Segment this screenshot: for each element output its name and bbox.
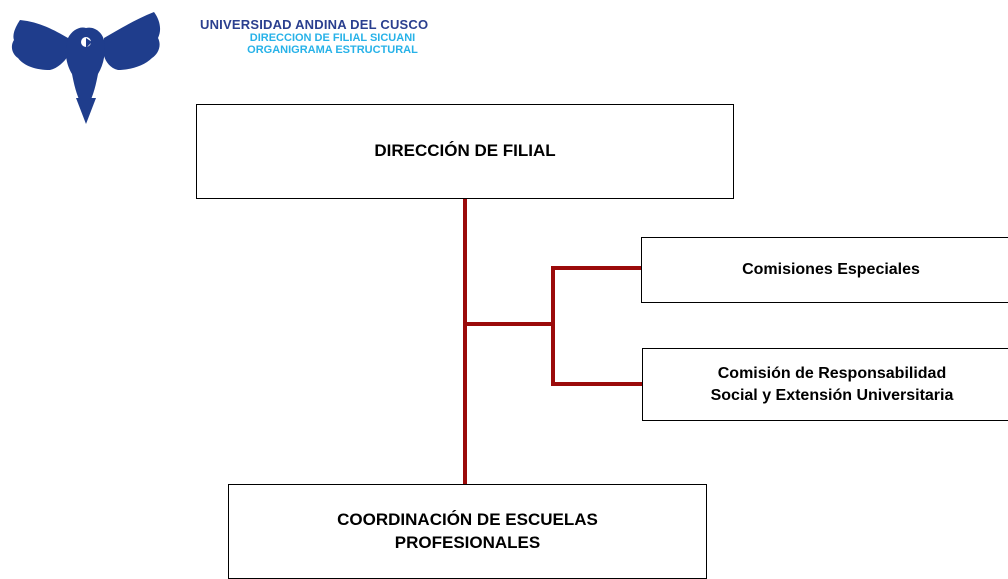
page-header: UNIVERSIDAD ANDINA DEL CUSCO DIRECCION D…: [200, 17, 465, 57]
org-box-label: Comisiones Especiales: [742, 261, 920, 279]
connector-lines: [463, 197, 644, 486]
eagle-emblem-icon: [11, 12, 161, 124]
org-box-label: DIRECCIÓN DE FILIAL: [374, 141, 556, 161]
org-box-direccion-filial: DIRECCIÓN DE FILIAL: [196, 104, 734, 199]
org-box-responsabilidad-social: Comisión de Responsabilidad Social y Ext…: [642, 348, 1008, 421]
org-box-coordinacion-escuelas: COORDINACIÓN DE ESCUELAS PROFESIONALES: [228, 484, 707, 579]
org-box-label: Comisión de Responsabilidad Social y Ext…: [710, 364, 954, 404]
org-box-label: COORDINACIÓN DE ESCUELAS PROFESIONALES: [337, 509, 598, 552]
institution-name: UNIVERSIDAD ANDINA DEL CUSCO: [200, 17, 429, 32]
department-name: DIRECCION DE FILIAL SICUANI: [249, 32, 416, 45]
org-box-comisiones-especiales: Comisiones Especiales: [641, 237, 1008, 303]
document-title: ORGANIGRAMA ESTRUCTURAL: [247, 44, 418, 57]
